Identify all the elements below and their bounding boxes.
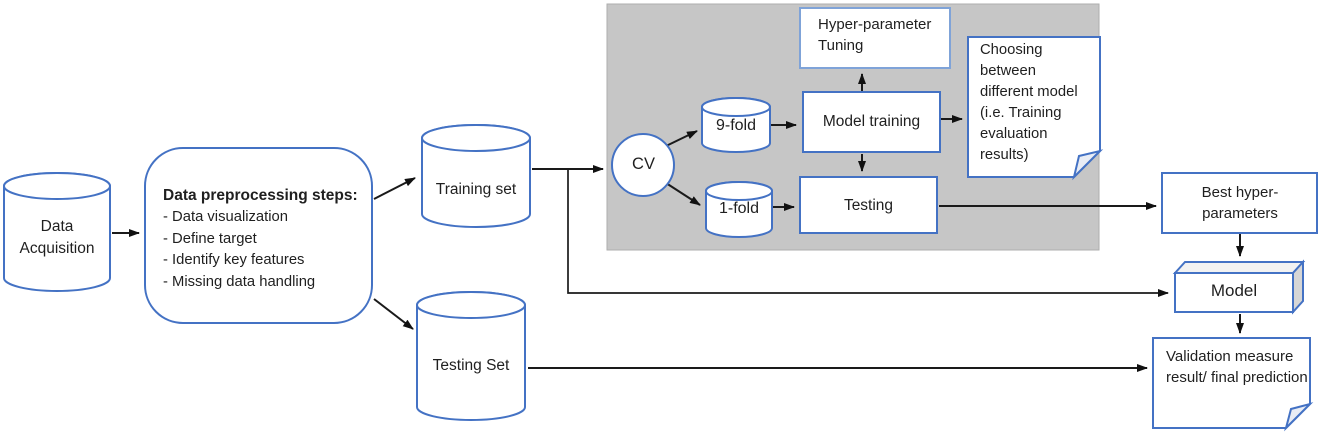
- nine-fold-cylinder: [701, 97, 771, 153]
- testing-set-label: Testing Set: [432, 357, 510, 374]
- testing-box: [799, 176, 938, 234]
- training-set-cylinder: [421, 124, 531, 228]
- preprocessing-item: - Data visualization: [163, 209, 289, 225]
- hyperparameter-tuning-label: Hyper-parameter Tuning: [818, 16, 932, 54]
- preprocessing-title: Data preprocessing steps:: [163, 187, 358, 204]
- preprocessing-item: - Identify key features: [163, 252, 305, 268]
- data-acquisition-cylinder: [3, 172, 111, 292]
- preprocessing-items: - Data visualization - Define target - I…: [163, 207, 368, 293]
- testing-set-cylinder: [416, 291, 526, 421]
- preprocessing-item: - Missing data handling: [163, 273, 316, 290]
- choosing-note: [967, 36, 1104, 181]
- model-training-box: [802, 91, 941, 153]
- best-hyperparameters-box: [1161, 172, 1318, 234]
- model-label: Model: [1210, 281, 1258, 300]
- arrow-cv-to-1fold: [665, 182, 701, 206]
- validation-note-label: Validation measure result/ final predict…: [1166, 348, 1308, 386]
- training-set-label: Training set: [435, 181, 517, 198]
- best-hyperparameters-label: Best hyper-parameters: [1201, 184, 1279, 222]
- cv-circle: [611, 133, 675, 197]
- choosing-note-label: Choosing between different model (i.e. T…: [980, 42, 1078, 163]
- arrow-cv-to-9fold: [663, 130, 698, 148]
- nine-fold-label: 9-fold: [715, 117, 757, 134]
- one-fold-cylinder: [705, 181, 773, 238]
- validation-note: [1152, 337, 1314, 432]
- preprocessing-box: [144, 147, 373, 324]
- testing-label: Testing: [843, 197, 894, 214]
- hyperparameter-tuning-box: [799, 7, 951, 69]
- preprocessing-item: - Define target: [163, 230, 257, 247]
- model-training-label: Model training: [822, 113, 921, 130]
- data-acquisition-label: Data Acquisition: [19, 218, 95, 257]
- arrow-training-branch-to-model: [567, 170, 1169, 297]
- arrow-preprocessing-to-testing-set: [373, 298, 414, 330]
- arrow-preprocessing-to-training: [373, 177, 416, 200]
- connector-arrows: [112, 73, 1244, 372]
- one-fold-label: 1-fold: [718, 200, 760, 217]
- cv-label: CV: [632, 155, 655, 173]
- model-cuboid: [1172, 259, 1306, 315]
